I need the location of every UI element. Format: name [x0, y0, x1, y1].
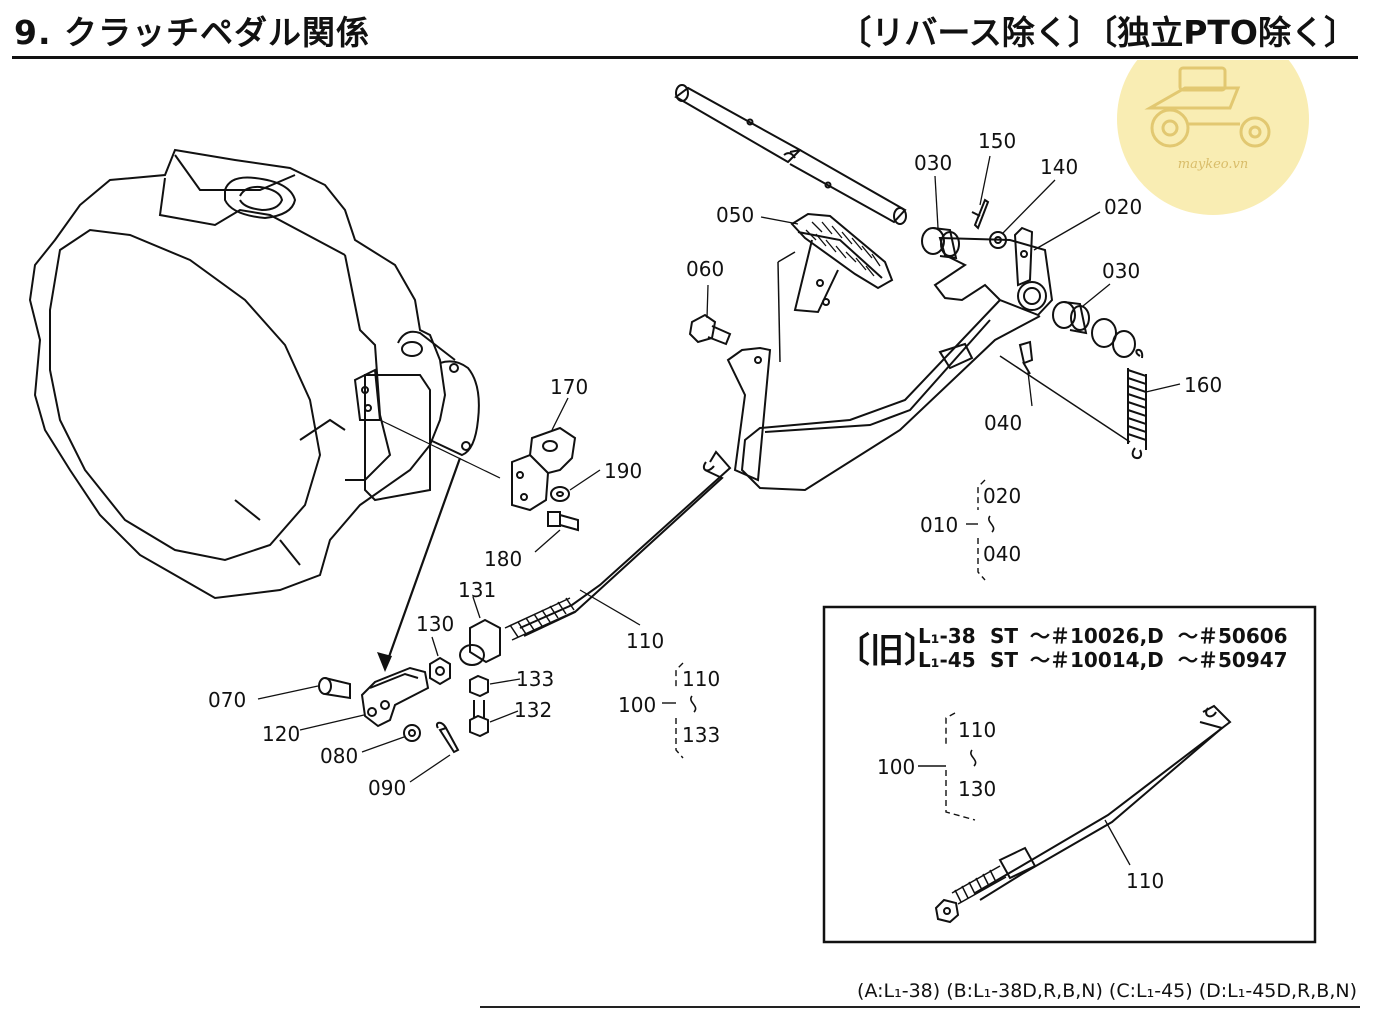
part-label-190: 190 — [604, 459, 642, 483]
part-label-132: 132 — [514, 698, 552, 722]
watermark-text: maykeo.vn — [1178, 157, 1248, 172]
part-label-040: 040 — [984, 411, 1022, 435]
inset-row-1-range-b: 〜＃50947 — [1178, 648, 1288, 672]
tractor-icon — [1144, 66, 1271, 148]
part-label-030b: 030 — [1102, 259, 1140, 283]
bolt-060 — [688, 313, 732, 346]
part-label-070: 070 — [208, 688, 246, 712]
part-label-130: 130 — [416, 612, 454, 636]
assembly-100-from: 110 — [682, 667, 720, 691]
pedal-pad-050 — [777, 212, 894, 363]
watermark-logo: maykeo.vn — [1117, 60, 1309, 215]
part-label-050: 050 — [716, 203, 754, 227]
transmission-housing — [28, 148, 480, 600]
assembly-010-label: 010 — [920, 513, 958, 537]
trunnion-131 — [459, 618, 501, 666]
bracket-170 — [511, 426, 577, 512]
snap-rings — [1091, 318, 1136, 358]
header-rule — [12, 56, 1358, 59]
page-qualifier: 〔リバース除く〕〔独立PTO除く〕 — [838, 13, 1357, 52]
footer-rule — [480, 1006, 1360, 1008]
assembly-010-to: 040 — [983, 542, 1021, 566]
bolt-132 — [469, 700, 489, 738]
exploded-parts-diagram: maykeo.vn — [28, 60, 1317, 944]
inset-assembly-from: 110 — [958, 718, 996, 742]
inset-row-0-range-b: 〜＃50606 — [1178, 624, 1288, 648]
inset-rows: L₁-38 ST 〜＃10026,D 〜＃50606 L₁-45 ST 〜＃10… — [918, 624, 1288, 672]
inset-rod-110 — [934, 704, 1232, 924]
page-title: 9. クラッチペダル関係 — [14, 13, 370, 52]
pedal-arm-020 — [726, 226, 1054, 492]
part-label-131: 131 — [458, 578, 496, 602]
part-label-133: 133 — [516, 667, 554, 691]
nut-130 — [429, 656, 451, 686]
inset-assembly-to: 130 — [958, 777, 996, 801]
part-label-090: 090 — [368, 776, 406, 800]
nut-133 — [469, 674, 489, 698]
cotter-pin-090 — [436, 721, 460, 754]
bushing-030-upper — [921, 227, 960, 260]
spring-160 — [999, 348, 1147, 459]
inset-row-0-variant: ST — [990, 624, 1018, 648]
washer-140 — [989, 231, 1007, 249]
grease-nipple-040 — [1018, 340, 1034, 375]
part-label-060: 060 — [686, 257, 724, 281]
part-label-170: 170 — [550, 375, 588, 399]
part-label-140: 140 — [1040, 155, 1078, 179]
rod-110 — [504, 450, 732, 641]
inset-row-0-model: L₁-38 — [918, 624, 976, 648]
washer-080 — [403, 724, 421, 742]
assembly-100-label: 100 — [618, 693, 656, 717]
leader-lines — [257, 155, 1181, 783]
part-label-160: 160 — [1184, 373, 1222, 397]
pin-150 — [971, 198, 990, 230]
inset-row-1-range-a: 〜＃10014,D — [1030, 648, 1164, 672]
inset-row-1-variant: ST — [990, 648, 1018, 672]
clevis-120 — [360, 666, 430, 728]
assembly-010-from: 020 — [983, 484, 1021, 508]
assembly-arrow — [377, 419, 501, 672]
bushing-030-lower — [1052, 301, 1090, 335]
part-label-030a: 030 — [914, 151, 952, 175]
inset-bracket-label: 〔旧〕 — [836, 631, 938, 671]
assembly-100-to: 133 — [682, 723, 720, 747]
assembly-010-bracket — [966, 479, 995, 581]
part-label-180: 180 — [484, 547, 522, 571]
part-label-080: 080 — [320, 744, 358, 768]
assembly-100-bracket — [662, 662, 697, 759]
part-label-150: 150 — [978, 129, 1016, 153]
inset-part-label: 110 — [1126, 869, 1164, 893]
part-label-020: 020 — [1104, 195, 1142, 219]
legacy-variant-inset: 〔旧〕 L₁-38 ST 〜＃10026,D 〜＃50606 L₁-45 ST … — [822, 605, 1317, 944]
inset-assembly: 100 110 130 — [877, 712, 996, 821]
bolt-180 — [547, 511, 579, 532]
pedal-shaft — [674, 84, 907, 225]
part-label-120: 120 — [262, 722, 300, 746]
inset-assembly-label: 100 — [877, 755, 915, 779]
part-label-110: 110 — [626, 629, 664, 653]
inset-row-0-range-a: 〜＃10026,D — [1030, 624, 1164, 648]
washer-190 — [550, 486, 570, 502]
pin-070 — [318, 677, 351, 700]
inset-row-1-model: L₁-45 — [918, 648, 976, 672]
model-legend: (A:L₁-38) (B:L₁-38D,R,B,N) (C:L₁-45) (D:… — [857, 980, 1357, 1002]
